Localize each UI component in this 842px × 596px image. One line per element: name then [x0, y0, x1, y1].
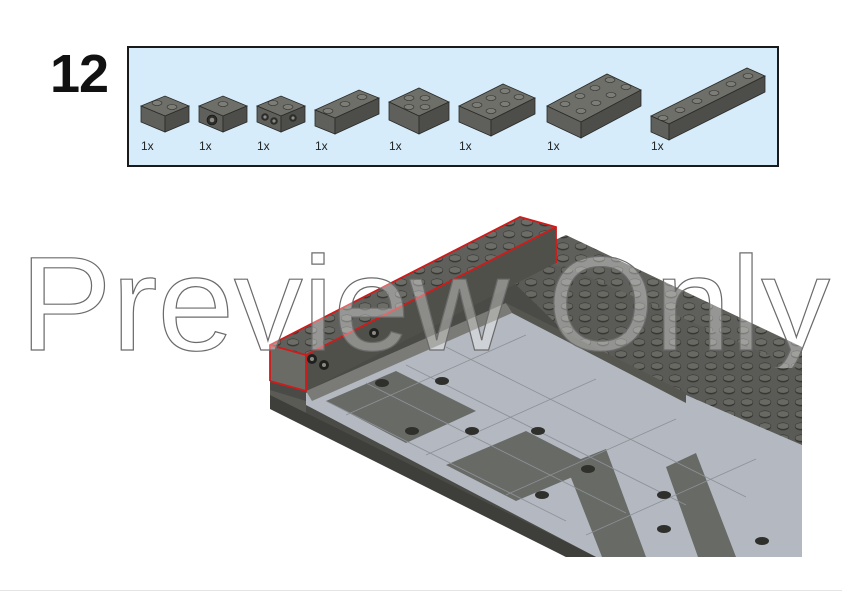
part-brick-2x3: [457, 78, 537, 138]
studded-surface-mid: [511, 235, 802, 370]
floor-stripe: [326, 371, 476, 443]
parts-panel: 1x 1x 1x: [127, 46, 779, 167]
part-quantity: 1x: [141, 139, 154, 153]
inner-ledge-right: [506, 303, 686, 403]
part-brick-1x2: [139, 92, 191, 136]
tile-grid: [325, 334, 757, 536]
part-brick-1x6: [649, 62, 767, 142]
new-wall-section: [269, 216, 557, 393]
part-quantity: 1x: [459, 139, 472, 153]
floor-studs: [375, 377, 769, 545]
part-brick-2x4: [545, 68, 643, 140]
part-quantity: 1x: [315, 139, 328, 153]
part-brick-2x2: [387, 82, 451, 138]
floor-stripe: [446, 431, 596, 501]
floor-stripe: [666, 453, 736, 557]
page-footer-divider: [0, 590, 842, 591]
part-quantity: 1x: [389, 139, 402, 153]
step-number: 12: [50, 44, 109, 104]
part-quantity: 1x: [547, 139, 560, 153]
part-quantity: 1x: [257, 139, 270, 153]
part-technic-brick-1x2-holes: [255, 92, 307, 136]
part-technic-brick-1x1-hole: [197, 92, 249, 136]
inner-ledge: [306, 303, 512, 401]
assembly-illustration: [266, 205, 802, 557]
part-brick-1x3: [313, 86, 381, 136]
front-base: [270, 395, 596, 557]
part-quantity: 1x: [199, 139, 212, 153]
part-quantity: 1x: [651, 139, 664, 153]
